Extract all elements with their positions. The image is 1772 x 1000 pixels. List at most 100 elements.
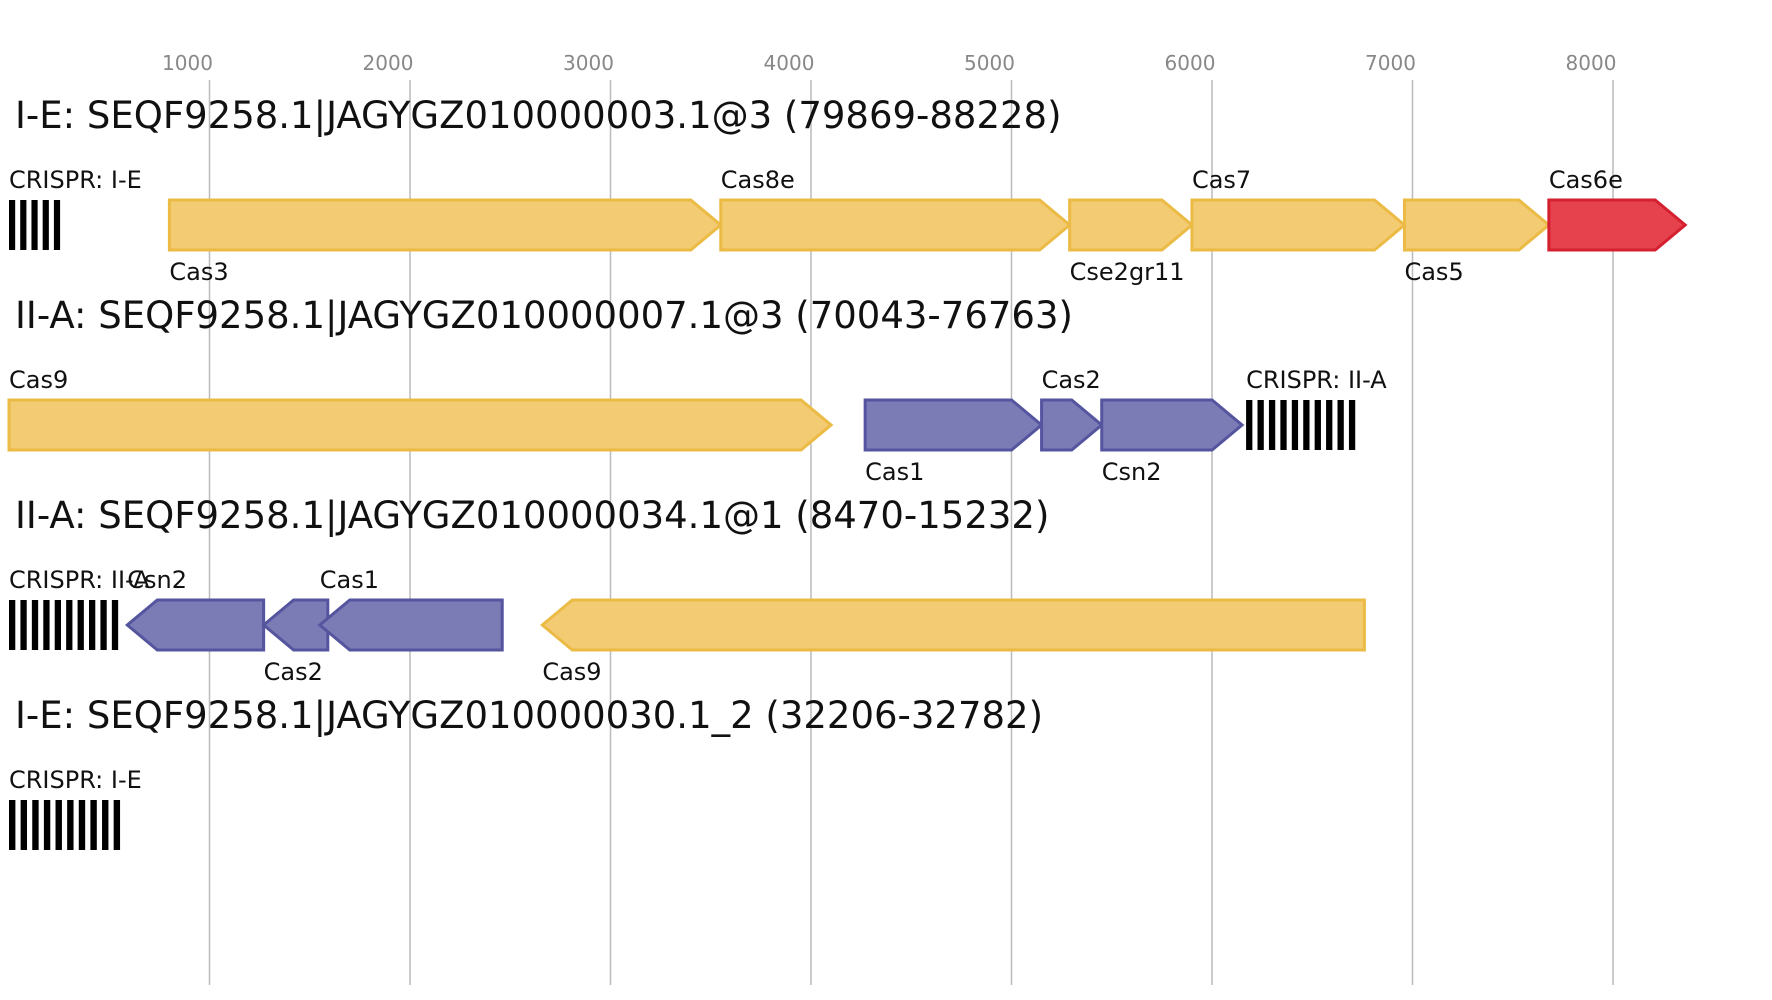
gene-label: Csn2 (1102, 458, 1162, 486)
crispr-repeat (9, 200, 16, 250)
crispr-repeat (55, 800, 62, 850)
axis-tick-label: 8000 (1566, 51, 1617, 75)
locus-2: II-A: SEQF9258.1|JAGYGZ010000007.1@3 (70… (7, 294, 1387, 486)
axis-tick-label: 6000 (1165, 51, 1216, 75)
crispr-repeat (43, 800, 51, 850)
crispr-label: CRISPR: II-A (1246, 366, 1387, 394)
axis-tick-label: 1000 (162, 51, 213, 75)
gene-arrow (124, 598, 266, 652)
crispr-repeat (1291, 400, 1299, 450)
gene-label: Cas6e (1549, 166, 1623, 194)
crispr-repeat (1348, 400, 1356, 450)
loci: I-E: SEQF9258.1|JAGYGZ010000003.1@3 (798… (7, 94, 1688, 850)
gene-cse2gr11: Cse2gr11 (1068, 198, 1195, 286)
gene-cas1: Cas1 (317, 566, 504, 652)
gene-label: Cas5 (1404, 258, 1463, 286)
gene-cas8e: Cas8e (719, 166, 1072, 252)
gene-label: Csn2 (127, 566, 187, 594)
gene-arrow (863, 398, 1044, 452)
gene-arrow (1190, 198, 1407, 252)
locus-title: I-E: SEQF9258.1|JAGYGZ010000003.1@3 (798… (15, 94, 1062, 137)
crispr-repeat (43, 600, 50, 650)
crispr-repeat (1257, 400, 1264, 450)
crispr-repeat (31, 600, 39, 650)
gene-arrow (317, 598, 504, 652)
crispr-repeat (42, 200, 49, 250)
gene-cas6e: Cas6e (1547, 166, 1688, 252)
gene-arrow (1547, 198, 1688, 252)
crispr-repeat (54, 600, 61, 650)
crispr-array: CRISPR: II-A (1246, 366, 1387, 450)
crispr-repeat (20, 200, 27, 250)
axis-grid: 1000 2000 3000 4000 5000 6000 7000 8000 (162, 51, 1616, 985)
crispr-repeat (1268, 400, 1276, 450)
crispr-label: CRISPR: II-A (9, 566, 150, 594)
gene-label: Cas7 (1192, 166, 1251, 194)
gene-cas3: Cas3 (167, 198, 724, 286)
crispr-repeat (66, 600, 73, 650)
crispr-repeat (1314, 400, 1321, 450)
crispr-repeat (1246, 400, 1253, 450)
crispr-repeat (78, 800, 86, 850)
locus-4: I-E: SEQF9258.1|JAGYGZ010000030.1_2 (322… (9, 694, 1043, 850)
crispr-label: CRISPR: I-E (9, 766, 142, 794)
crispr-array: CRISPR: II-A (9, 566, 150, 650)
crispr-repeat (32, 800, 39, 850)
crispr-repeat (77, 600, 84, 650)
gene-arrow (1402, 198, 1552, 252)
crispr-repeat (1326, 400, 1333, 450)
axis-tick-label: 4000 (764, 51, 815, 75)
gene-arrow (1100, 398, 1245, 452)
gene-label: Cse2gr11 (1070, 258, 1185, 286)
gene-cas1: Cas1 (863, 398, 1044, 486)
gene-cas2: Cas2 (1040, 366, 1105, 452)
axis-tick-label: 5000 (964, 51, 1015, 75)
crispr-array: CRISPR: I-E (9, 766, 142, 850)
gene-arrow (1040, 398, 1105, 452)
gene-label: Cas2 (1042, 366, 1101, 394)
locus-title: II-A: SEQF9258.1|JAGYGZ010000034.1@1 (84… (15, 494, 1049, 537)
crispr-repeat (31, 200, 38, 250)
crispr-repeat (1337, 400, 1344, 450)
gene-arrow (167, 198, 724, 252)
crispr-repeat (88, 600, 96, 650)
gene-csn2: Csn2 (1100, 398, 1245, 486)
gene-arrow (719, 198, 1072, 252)
gene-label: Cas1 (865, 458, 924, 486)
axis-tick-label: 7000 (1365, 51, 1416, 75)
crispr-repeat (9, 600, 16, 650)
gene-arrow (7, 398, 834, 452)
crispr-repeat (111, 600, 119, 650)
crispr-repeat (1303, 400, 1310, 450)
crispr-repeat (113, 800, 121, 850)
gene-label: Cas3 (169, 258, 228, 286)
crispr-repeat (53, 200, 61, 250)
locus-3: II-A: SEQF9258.1|JAGYGZ010000034.1@1 (84… (9, 494, 1366, 686)
gene-label: Cas9 (542, 658, 601, 686)
crispr-label: CRISPR: I-E (9, 166, 142, 194)
gene-cas9: Cas9 (539, 598, 1366, 686)
gene-arrow (1068, 198, 1195, 252)
gene-arrow (539, 598, 1366, 652)
gene-cas2: Cas2 (261, 598, 330, 686)
gene-cas9: Cas9 (7, 366, 834, 452)
crispr-repeat (102, 800, 109, 850)
gene-label: Cas8e (721, 166, 795, 194)
gene-csn2: Csn2 (124, 566, 266, 652)
crispr-repeat (20, 600, 27, 650)
crispr-repeat (67, 800, 74, 850)
gene-cas5: Cas5 (1402, 198, 1552, 286)
crispr-repeat (1280, 400, 1287, 450)
gene-label: Cas9 (9, 366, 68, 394)
locus-1: I-E: SEQF9258.1|JAGYGZ010000003.1@3 (798… (9, 94, 1688, 286)
crispr-repeat (100, 600, 107, 650)
locus-title: II-A: SEQF9258.1|JAGYGZ010000007.1@3 (70… (15, 294, 1073, 337)
crispr-repeat (20, 800, 28, 850)
gene-label: Cas2 (264, 658, 323, 686)
gene-label: Cas1 (320, 566, 379, 594)
axis-tick-label: 3000 (563, 51, 614, 75)
axis-tick-label: 2000 (363, 51, 414, 75)
gene-cas7: Cas7 (1190, 166, 1407, 252)
crispr-repeat (9, 800, 16, 850)
